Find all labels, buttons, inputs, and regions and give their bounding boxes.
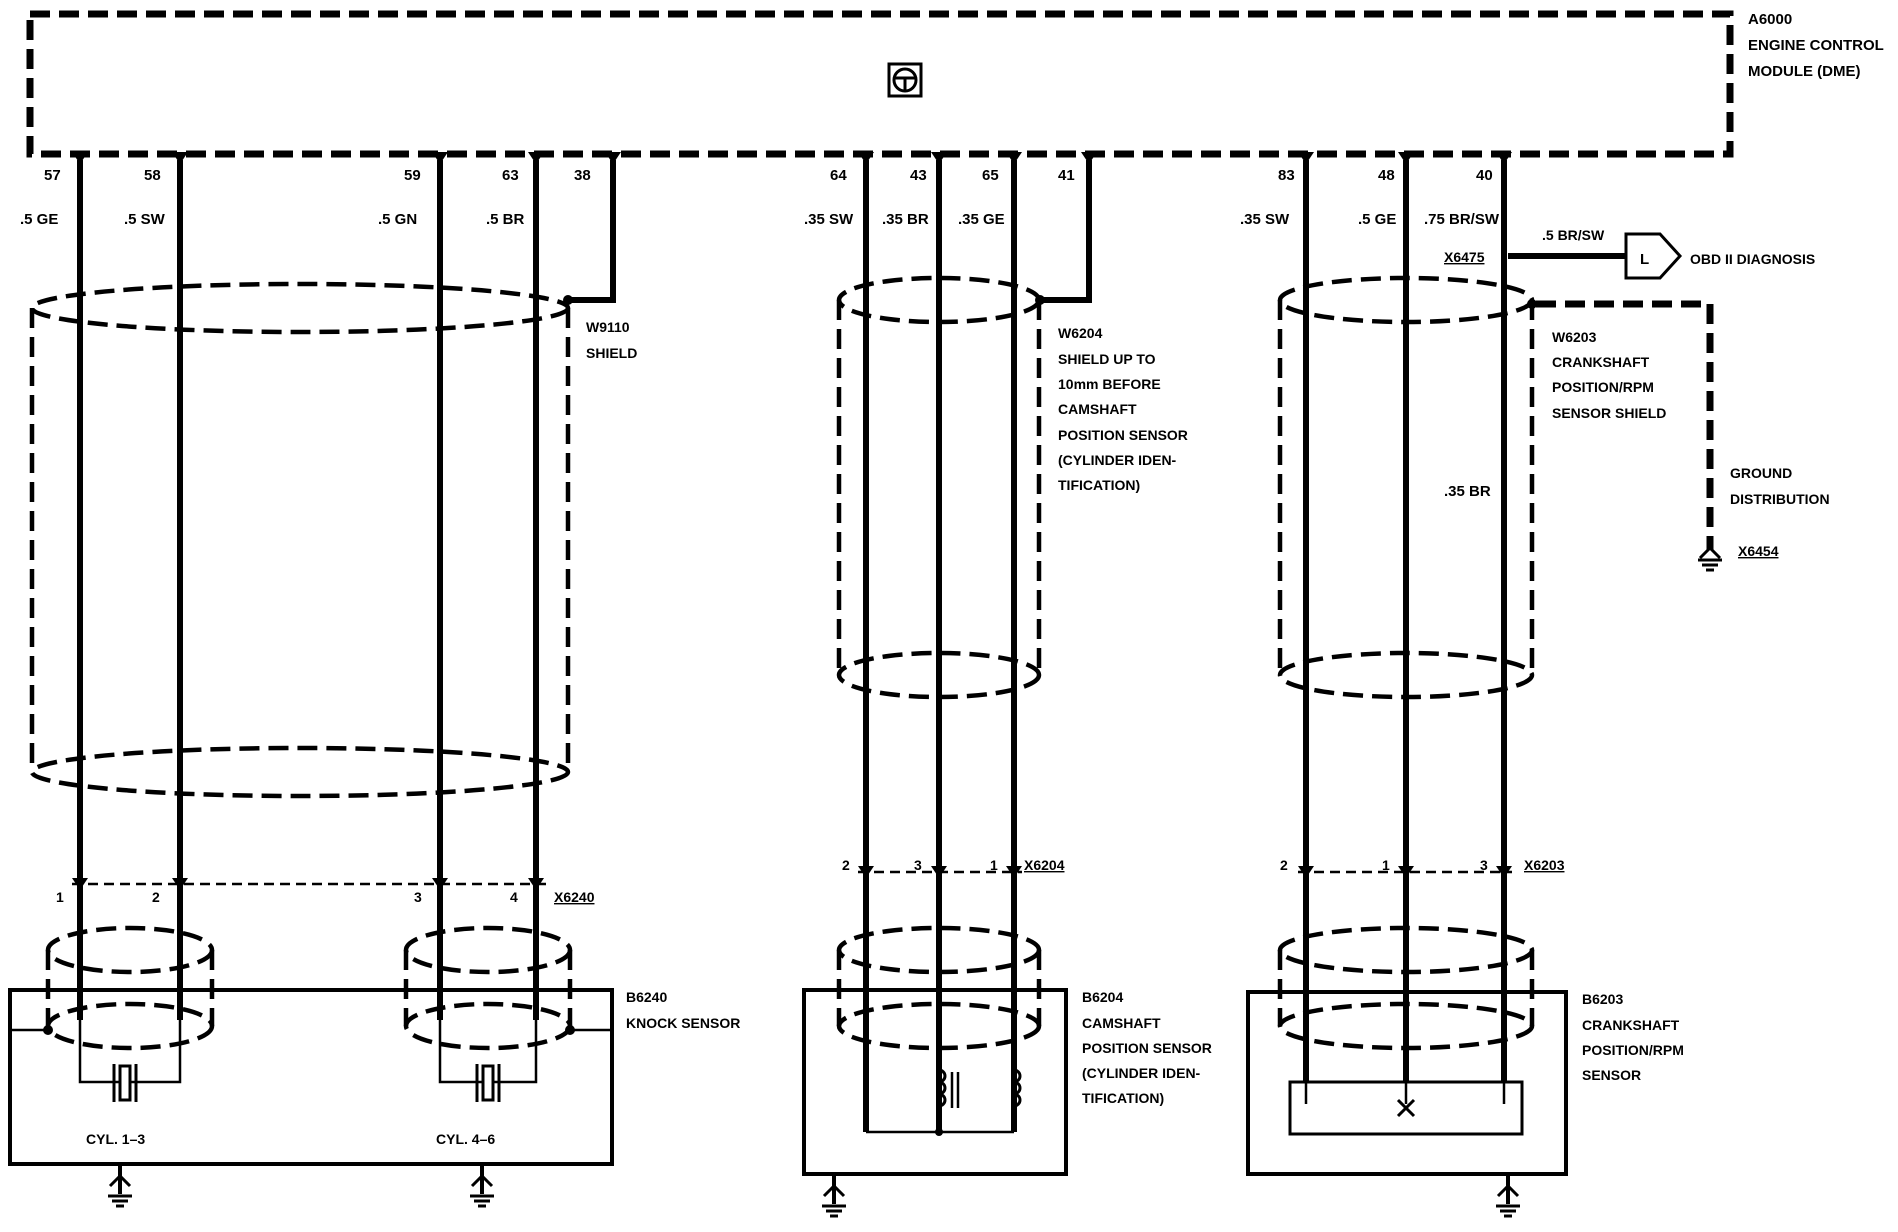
x6203-pin-3: 3 <box>1480 857 1488 873</box>
x6240-pin-3: 3 <box>414 889 422 905</box>
x6240-pin-4: 4 <box>510 889 518 905</box>
steering-wheel-icon <box>887 62 923 98</box>
pin-58: 58 <box>144 167 161 184</box>
sensor-b6204-line3: (CYLINDER IDEN- <box>1082 1065 1201 1081</box>
piezo-crystal-icon <box>475 1064 501 1102</box>
sensor-b6204-line1: CAMSHAFT <box>1082 1015 1161 1031</box>
wire-label-65: .35 GE <box>958 211 1005 228</box>
sensor-b6204-line2: POSITION SENSOR <box>1082 1040 1212 1056</box>
shield-w6204-line5: (CYLINDER IDEN- <box>1058 452 1177 468</box>
wire-label-58: .5 SW <box>124 211 166 228</box>
shield-w6204-line4: POSITION SENSOR <box>1058 427 1188 443</box>
pin-41: 41 <box>1058 167 1075 184</box>
pin-65: 65 <box>982 167 999 184</box>
x6203-pin-2: 2 <box>1280 857 1288 873</box>
wire-labels: .5 GE .5 SW .5 GN .5 BR .35 SW .35 BR .3… <box>20 211 1500 500</box>
ground-symbol-icon <box>470 1164 494 1208</box>
x6204-pin-3: 3 <box>914 857 922 873</box>
shield-w6203-line2: POSITION/RPM <box>1552 379 1654 395</box>
pin-57: 57 <box>44 167 61 184</box>
wire-label-43: .35 BR <box>882 211 929 228</box>
inductor-coil-icon <box>1013 1068 1022 1108</box>
sensor-b6204-line4: TIFICATION) <box>1082 1090 1164 1106</box>
shield-w6204-line2: 10mm BEFORE <box>1058 376 1161 392</box>
pin-64: 64 <box>830 167 847 184</box>
pin-83: 83 <box>1278 167 1295 184</box>
shield-w6204-line6: TIFICATION) <box>1058 477 1140 493</box>
x6240-connector-id: X6240 <box>554 889 595 905</box>
obd-diagnosis-label: OBD II DIAGNOSIS <box>1690 251 1815 267</box>
sensor-b6203-line1: CRANKSHAFT <box>1582 1017 1680 1033</box>
knock-sensor-circuit: W9110 SHIELD 1 2 3 4 X6240 <box>8 160 740 1208</box>
module-name-line2: MODULE (DME) <box>1748 63 1861 80</box>
crankshaft-sensor-circuit: L .5 BR/SW X6475 OBD II DIAGNOSIS W6203 … <box>1246 160 1830 1218</box>
knock-cyl-1-3: CYL. 1–3 <box>86 1131 145 1147</box>
shield-w6203-line1: CRANKSHAFT <box>1552 354 1650 370</box>
sensor-b6240-id: B6240 <box>626 989 667 1005</box>
sensor-b6203-line2: POSITION/RPM <box>1582 1042 1684 1058</box>
pin-48: 48 <box>1378 167 1395 184</box>
pin-43: 43 <box>910 167 927 184</box>
inductor-coil-icon <box>938 1068 960 1108</box>
shield-w6203-line3: SENSOR SHIELD <box>1552 405 1666 421</box>
module-name-line1: ENGINE CONTROL <box>1748 37 1884 54</box>
x6204-pin-2: 2 <box>842 857 850 873</box>
ground-symbol-icon <box>108 1164 132 1208</box>
shield-w9110-label: SHIELD <box>586 345 637 361</box>
x6203-pin-1: 1 <box>1382 857 1390 873</box>
pin-38: 38 <box>574 167 591 184</box>
sensor-b6203-line3: SENSOR <box>1582 1067 1641 1083</box>
obd-connector-id: X6475 <box>1444 249 1485 265</box>
ground-symbol-icon <box>1496 1174 1520 1218</box>
sensor-b6203-id: B6203 <box>1582 991 1623 1007</box>
camshaft-sensor-circuit: W6204 SHIELD UP TO 10mm BEFORE CAMSHAFT … <box>802 160 1212 1218</box>
module-pin-ticks <box>72 152 1512 164</box>
engine-control-module: A6000 ENGINE CONTROL MODULE (DME) <box>26 10 1884 158</box>
ground-connector-id: X6454 <box>1738 543 1779 559</box>
wire-label-59: .5 GN <box>378 211 417 228</box>
arrow-connector-icon <box>1624 232 1683 280</box>
pin-numbers: 57 58 59 63 38 64 43 65 41 83 48 40 <box>44 167 1493 184</box>
wire-label-83: .35 SW <box>1240 211 1290 228</box>
wire-label-57: .5 GE <box>20 211 58 228</box>
x6240-pin-1: 1 <box>56 889 64 905</box>
ground-distribution-line1: GROUND <box>1730 465 1792 481</box>
shield-w6204-id: W6204 <box>1058 325 1103 341</box>
x6204-pin-1: 1 <box>990 857 998 873</box>
pin-63: 63 <box>502 167 519 184</box>
x6240-pin-2: 2 <box>152 889 160 905</box>
module-id: A6000 <box>1748 11 1792 28</box>
shield-w6204-line1: SHIELD UP TO <box>1058 351 1156 367</box>
x6203-connector-id: X6203 <box>1524 857 1565 873</box>
ground-symbol-icon <box>822 1174 846 1218</box>
piezo-crystal-icon <box>112 1064 138 1102</box>
wire-label-obd: .5 BR/SW <box>1542 227 1605 243</box>
pin-40: 40 <box>1476 167 1493 184</box>
shield-w6203-id: W6203 <box>1552 329 1597 345</box>
pin-59: 59 <box>404 167 421 184</box>
shield-w6204-line3: CAMSHAFT <box>1058 401 1137 417</box>
obd-arrow-letter: L <box>1640 251 1649 268</box>
ground-distribution-line2: DISTRIBUTION <box>1730 491 1830 507</box>
sensor-b6240-name: KNOCK SENSOR <box>626 1015 740 1031</box>
wire-label-48: .5 GE <box>1358 211 1396 228</box>
wire-label-40: .75 BR/SW <box>1424 211 1500 228</box>
x6204-connector-id: X6204 <box>1024 857 1065 873</box>
shield-w9110-id: W9110 <box>586 319 630 335</box>
knock-cyl-4-6: CYL. 4–6 <box>436 1131 495 1147</box>
wire-label-crank-shield: .35 BR <box>1444 483 1491 500</box>
wire-label-64: .35 SW <box>804 211 854 228</box>
wire-label-63: .5 BR <box>486 211 525 228</box>
hall-element-icon <box>1396 1098 1416 1118</box>
sensor-b6204-id: B6204 <box>1082 989 1123 1005</box>
ground-symbol-icon <box>1698 545 1722 572</box>
